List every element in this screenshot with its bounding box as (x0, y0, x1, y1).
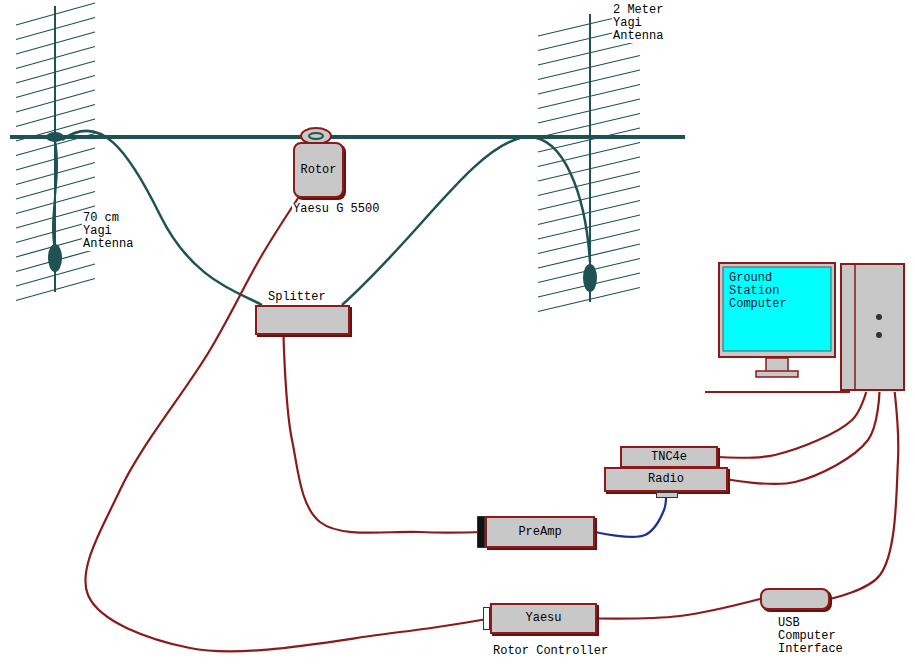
usb-interface: USB Computer Interface (760, 588, 830, 610)
balun (48, 244, 62, 272)
cable (718, 392, 866, 458)
balun (583, 264, 597, 292)
cable (830, 392, 898, 599)
jack (483, 607, 490, 630)
node-label: TNC4e (651, 451, 687, 464)
node-label: Splitter (267, 291, 327, 304)
controller-box: YaesuRotor Controller (490, 603, 597, 634)
antenna-label: 2 Meter Yagi Antenna (612, 4, 676, 43)
antenna-label: 70 cm Yagi Antenna (82, 212, 140, 251)
node-label: USB Computer Interface (777, 617, 859, 656)
jack (656, 492, 678, 498)
node-label: Ground Station Computer (728, 272, 828, 311)
node-label: PreAmp (518, 526, 561, 539)
cable (728, 392, 880, 484)
cable (85, 198, 490, 651)
node-label: Yaesu (525, 612, 561, 625)
tnc-box: TNC4e (620, 446, 718, 468)
node-label: Rotor Controller (492, 645, 609, 658)
feed-point (46, 132, 64, 142)
antenna-boom (10, 135, 685, 139)
mast-clamp (309, 133, 323, 139)
node-label: Rotor (300, 164, 336, 177)
coax-cable (53, 140, 57, 250)
splitter-box: Splitter (255, 305, 350, 335)
cable (595, 492, 666, 537)
preamp-box: PreAmp (485, 516, 595, 548)
desk-line (705, 391, 850, 393)
jack (477, 516, 485, 548)
rotor-box: Rotor (293, 142, 344, 198)
node-label: Radio (648, 473, 684, 486)
computer: Ground Station Computer (718, 262, 908, 392)
model-label: Yaesu G 5500 (292, 203, 380, 216)
radio-box: Radio (604, 467, 728, 492)
cable (597, 599, 760, 619)
coax-cable (62, 131, 262, 305)
coax-cable (342, 137, 590, 305)
yagi-elements (16, 3, 640, 312)
cable (284, 335, 486, 533)
